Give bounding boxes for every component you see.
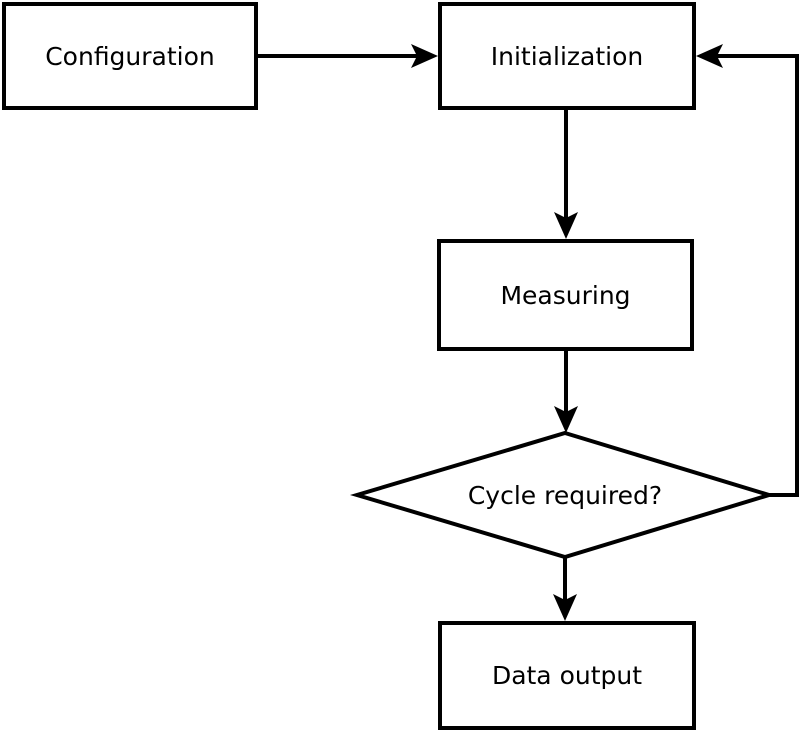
arrowhead-left-icon: [696, 44, 723, 68]
node-configuration-label: Configuration: [45, 41, 215, 71]
node-configuration: Configuration: [2, 2, 258, 110]
node-measuring: Measuring: [437, 239, 694, 351]
node-measuring-label: Measuring: [500, 280, 631, 310]
node-initialization-label: Initialization: [490, 41, 644, 71]
arrowhead-down-icon: [554, 406, 578, 433]
node-decision: Cycle required?: [363, 473, 767, 517]
node-initialization: Initialization: [438, 2, 696, 110]
edge-decision-loop-to-initialization: [716, 54, 799, 497]
arrowhead-down-icon: [553, 594, 577, 621]
node-decision-label: Cycle required?: [467, 480, 663, 510]
node-data-output-label: Data output: [491, 661, 643, 690]
node-data-output: Data output: [438, 621, 696, 730]
arrowhead-down-icon: [554, 212, 578, 239]
arrowhead-right-icon: [411, 44, 438, 68]
